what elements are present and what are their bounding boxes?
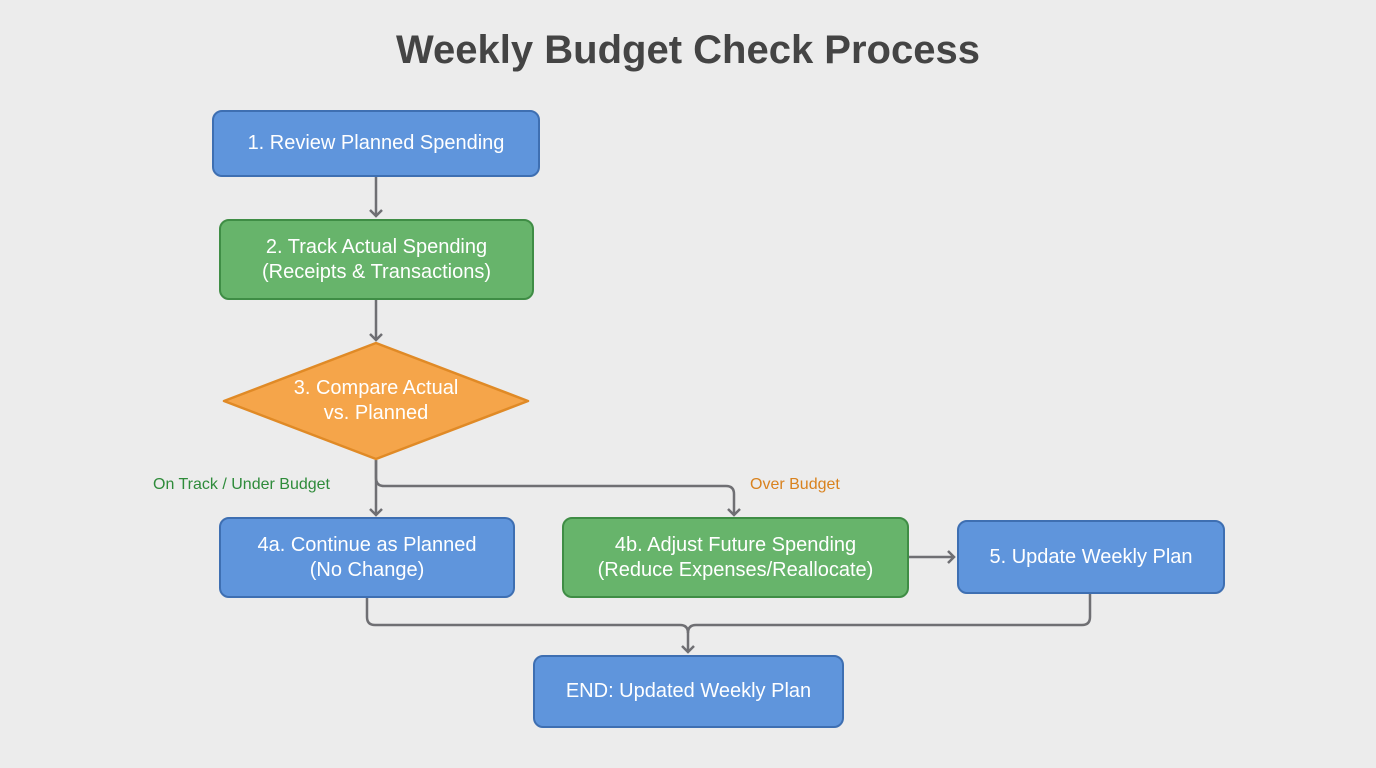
edge-4a-to-end bbox=[365, 598, 695, 654]
step-3-compare-decision: 3. Compare Actual vs. Planned bbox=[224, 343, 528, 459]
edge-3-to-4b bbox=[374, 460, 741, 517]
edge-5-to-end bbox=[686, 594, 1092, 634]
step-4a-text-line2: (No Change) bbox=[309, 558, 425, 581]
step-5-update-weekly-plan: 5. Update Weekly Plan bbox=[957, 520, 1225, 594]
edge-label-under-budget: On Track / Under Budget bbox=[153, 476, 330, 493]
end-updated-weekly-plan: END: Updated Weekly Plan bbox=[533, 655, 844, 728]
step-2-track-actual-spending: 2. Track Actual Spending (Receipts & Tra… bbox=[219, 219, 534, 300]
step-5-text: 5. Update Weekly Plan bbox=[989, 545, 1193, 568]
step-4a-text-line1: 4a. Continue as Planned bbox=[257, 533, 477, 556]
step-3-text-line2: vs. Planned bbox=[323, 402, 429, 424]
end-text: END: Updated Weekly Plan bbox=[565, 680, 812, 702]
edge-label-over-budget: Over Budget bbox=[750, 476, 840, 493]
step-4b-text-line1: 4b. Adjust Future Spending bbox=[614, 533, 857, 556]
step-4b-adjust-future-spending: 4b. Adjust Future Spending (Reduce Expen… bbox=[562, 517, 909, 598]
step-4b-text-line2: (Reduce Expenses/Reallocate) bbox=[597, 558, 874, 581]
diagram-title: Weekly Budget Check Process bbox=[396, 28, 980, 72]
decision-diamond-shape bbox=[222, 341, 530, 461]
step-1-review-planned-spending: 1. Review Planned Spending bbox=[212, 110, 540, 177]
step-2-text-line1: 2. Track Actual Spending bbox=[265, 235, 488, 258]
step-4a-continue-as-planned: 4a. Continue as Planned (No Change) bbox=[219, 517, 515, 598]
step-2-text-line2: (Receipts & Transactions) bbox=[262, 260, 491, 283]
step-3-text-line1: 3. Compare Actual bbox=[293, 377, 459, 399]
step-1-text: 1. Review Planned Spending bbox=[247, 132, 505, 154]
